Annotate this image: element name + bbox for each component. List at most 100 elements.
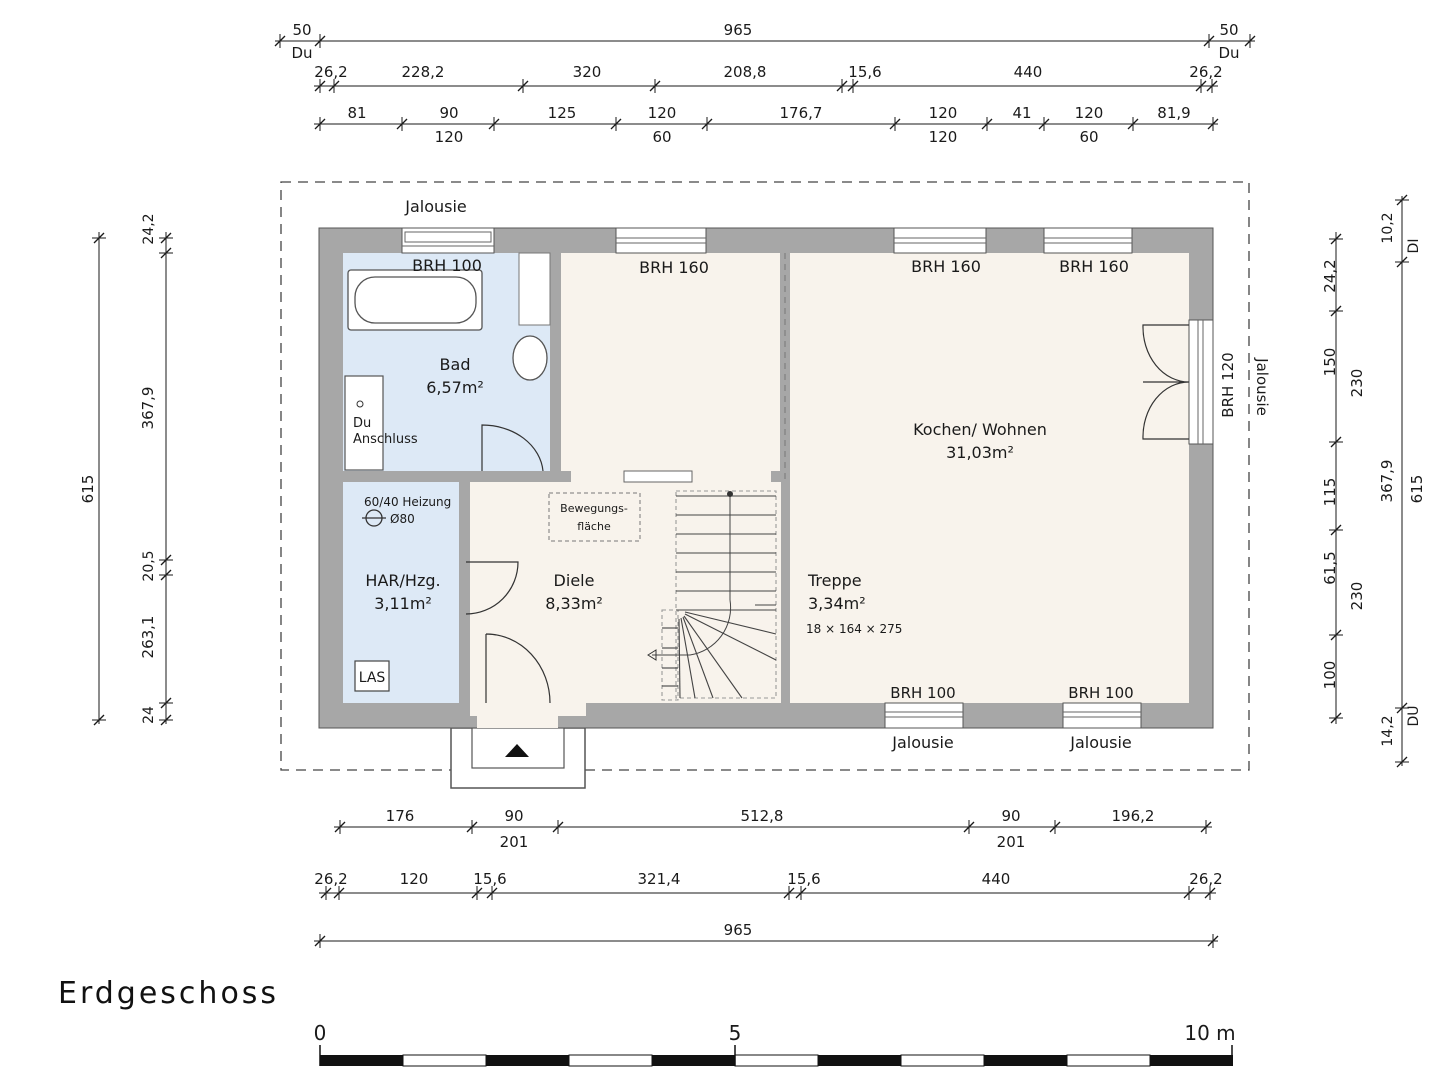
svg-text:115: 115 [1321, 478, 1339, 507]
svg-text:120: 120 [1075, 104, 1104, 122]
label-du: Du [353, 416, 371, 431]
bewegungsflaeche-box [548, 492, 641, 542]
wall-bad-right [550, 253, 561, 482]
svg-text:230: 230 [1348, 582, 1366, 611]
svg-text:50: 50 [292, 21, 311, 39]
terrace-door-swing [1142, 324, 1190, 440]
svg-text:90: 90 [1001, 807, 1020, 825]
roof-outline [280, 181, 1250, 771]
room-treppe-area: 3,34m² [808, 594, 866, 613]
svg-text:440: 440 [1014, 63, 1043, 81]
svg-text:60: 60 [652, 128, 671, 146]
svg-text:41: 41 [1012, 104, 1031, 122]
svg-text:321,4: 321,4 [638, 870, 681, 888]
label-chimney: Ø80 [390, 512, 415, 526]
svg-text:201: 201 [997, 833, 1026, 851]
svg-text:15,6: 15,6 [787, 870, 820, 888]
label-las: LAS [359, 670, 386, 686]
svg-text:100: 100 [1321, 661, 1339, 690]
dim-bottom-walls: 26,2 120 15,6 321,4 15,6 440 26,2 [314, 870, 1223, 901]
svg-text:81,9: 81,9 [1157, 104, 1190, 122]
svg-text:15,6: 15,6 [473, 870, 506, 888]
svg-text:367,9: 367,9 [139, 387, 157, 430]
svg-text:26,2: 26,2 [1189, 63, 1222, 81]
dim-top-total: 50 Du 965 50 Du [274, 21, 1256, 62]
dim-top-walls: 26,2 228,2 320 208,8 15,6 440 26,2 [314, 63, 1223, 94]
room-upper-middle-floor [561, 253, 780, 471]
svg-text:90: 90 [439, 104, 458, 122]
window-bottom-2 [1062, 702, 1142, 729]
svg-text:81: 81 [347, 104, 366, 122]
wall-stair-top-stub [771, 471, 781, 482]
svg-text:440: 440 [982, 870, 1011, 888]
svg-text:60: 60 [1079, 128, 1098, 146]
room-kochen-area: 31,03m² [946, 443, 1014, 462]
label-brh-bottom-2: BRH 100 [1068, 684, 1133, 702]
label-bewegung-2: fläche [577, 520, 611, 533]
svg-text:26,2: 26,2 [314, 870, 347, 888]
svg-text:20,5: 20,5 [141, 550, 157, 581]
shower-tray [344, 375, 384, 471]
svg-text:Du: Du [291, 44, 312, 62]
room-diele-area: 8,33m² [545, 594, 603, 613]
wall-diele-top-stub [561, 471, 571, 482]
bathtub [347, 269, 483, 331]
svg-text:26,2: 26,2 [314, 63, 347, 81]
svg-text:228,2: 228,2 [402, 63, 445, 81]
svg-text:Du: Du [1218, 44, 1239, 62]
stair-floor [661, 482, 781, 703]
entrance-arrow-icon [505, 744, 529, 757]
label-bewegung-1: Bewegungs- [560, 502, 628, 515]
svg-text:120: 120 [400, 870, 429, 888]
dim-right-outer: 615 [1408, 475, 1426, 504]
dim-right-openings: 24,2 150 115 61,5 100 230 230 [1321, 232, 1366, 724]
room-bad-name: Bad [440, 355, 471, 374]
svg-text:120: 120 [929, 104, 958, 122]
svg-text:15,6: 15,6 [848, 63, 881, 81]
svg-text:50: 50 [1219, 21, 1238, 39]
kochen-floor [790, 253, 1189, 703]
scale-bar: 0 5 10 m [314, 1021, 1236, 1067]
label-jalousie-bottom-2: Jalousie [1069, 733, 1132, 752]
svg-text:DU: DU [1406, 705, 1422, 726]
svg-text:208,8: 208,8 [724, 63, 767, 81]
svg-text:24,2: 24,2 [1321, 259, 1339, 292]
room-bad-area: 6,57m² [426, 378, 484, 397]
svg-text:512,8: 512,8 [741, 807, 784, 825]
svg-text:176,7: 176,7 [780, 104, 823, 122]
room-har-area: 3,11m² [374, 594, 432, 613]
room-treppe-spec: 18 × 164 × 275 [806, 622, 902, 636]
svg-text:367,9: 367,9 [1378, 460, 1396, 503]
dim-right-inner: 10,2 DI 367,9 14,2 DU [1378, 194, 1422, 768]
las-box [354, 660, 390, 692]
window-right-door [1188, 319, 1214, 445]
dim-left-inner: 24,2 367,9 20,5 263,1 24 [139, 213, 174, 726]
label-brh-bad: BRH 100 [412, 256, 482, 275]
dim-top-openings: 81 90 125 120 176,7 120 41 120 81,9 120 … [314, 104, 1219, 146]
svg-text:DI: DI [1406, 239, 1422, 254]
label-brh-top-3: BRH 160 [1059, 257, 1129, 276]
wall-har-right [459, 482, 470, 703]
svg-text:24,2: 24,2 [141, 213, 157, 244]
window-top-2 [615, 227, 707, 254]
svg-text:120: 120 [929, 128, 958, 146]
door-har-swing [465, 561, 519, 615]
diele-floor [459, 471, 780, 716]
bath-counter [518, 252, 551, 326]
stair-arrow-icon [647, 649, 657, 661]
label-brh-bottom-1: BRH 100 [890, 684, 955, 702]
scale-label-10: 10 m [1184, 1021, 1235, 1045]
label-brh-right: BRH 120 [1219, 352, 1237, 417]
stair-start-icon [727, 491, 733, 497]
svg-text:176: 176 [386, 807, 415, 825]
scale-label-0: 0 [314, 1021, 327, 1045]
staircase [652, 490, 777, 701]
svg-text:615: 615 [1408, 475, 1426, 504]
room-diele-name: Diele [554, 571, 595, 590]
room-har-name: HAR/Hzg. [365, 571, 440, 590]
label-brh-top-1: BRH 160 [639, 258, 709, 277]
svg-text:26,2: 26,2 [1189, 870, 1222, 888]
door-opening-entrance [477, 703, 558, 728]
label-jalousie-right: Jalousie [1253, 357, 1271, 416]
